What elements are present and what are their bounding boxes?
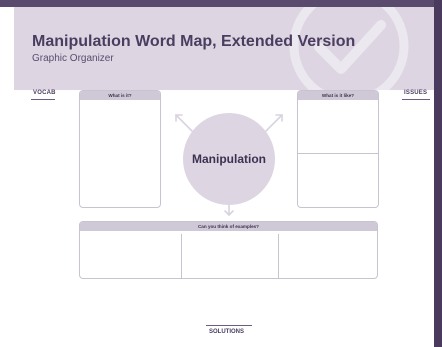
right-edge-strip <box>434 0 442 347</box>
examples-box[interactable]: Can you think of examples? <box>79 221 378 279</box>
vocab-label: VOCAB <box>33 90 56 96</box>
vocab-underline <box>31 99 55 100</box>
what-is-it-box[interactable]: What is it? <box>79 90 161 208</box>
examples-divider-1 <box>181 234 182 278</box>
arrowhead-up-right <box>275 114 283 122</box>
solutions-label: SOLUTIONS <box>209 329 245 335</box>
header-banner: Manipulation Word Map, Extended Version … <box>14 7 434 90</box>
what-is-it-like-box[interactable]: What is it like? <box>297 90 379 208</box>
examples-divider-2 <box>278 234 279 278</box>
what-is-it-like-divider <box>298 153 378 154</box>
solutions-overline <box>206 325 252 326</box>
issues-underline <box>402 99 430 100</box>
checkmark-circle-icon <box>289 7 409 90</box>
page-subtitle: Graphic Organizer <box>32 53 114 64</box>
page-title: Manipulation Word Map, Extended Version <box>32 33 356 50</box>
center-word: Manipulation <box>192 152 266 166</box>
top-edge-strip <box>0 0 442 7</box>
examples-heading: Can you think of examples? <box>80 222 377 231</box>
arrowhead-down <box>224 210 234 217</box>
what-is-it-like-heading: What is it like? <box>298 91 378 100</box>
issues-label: ISSUES <box>404 90 428 96</box>
arrowhead-up-left <box>175 114 183 122</box>
what-is-it-heading: What is it? <box>80 91 160 100</box>
center-word-circle: Manipulation <box>183 113 275 205</box>
